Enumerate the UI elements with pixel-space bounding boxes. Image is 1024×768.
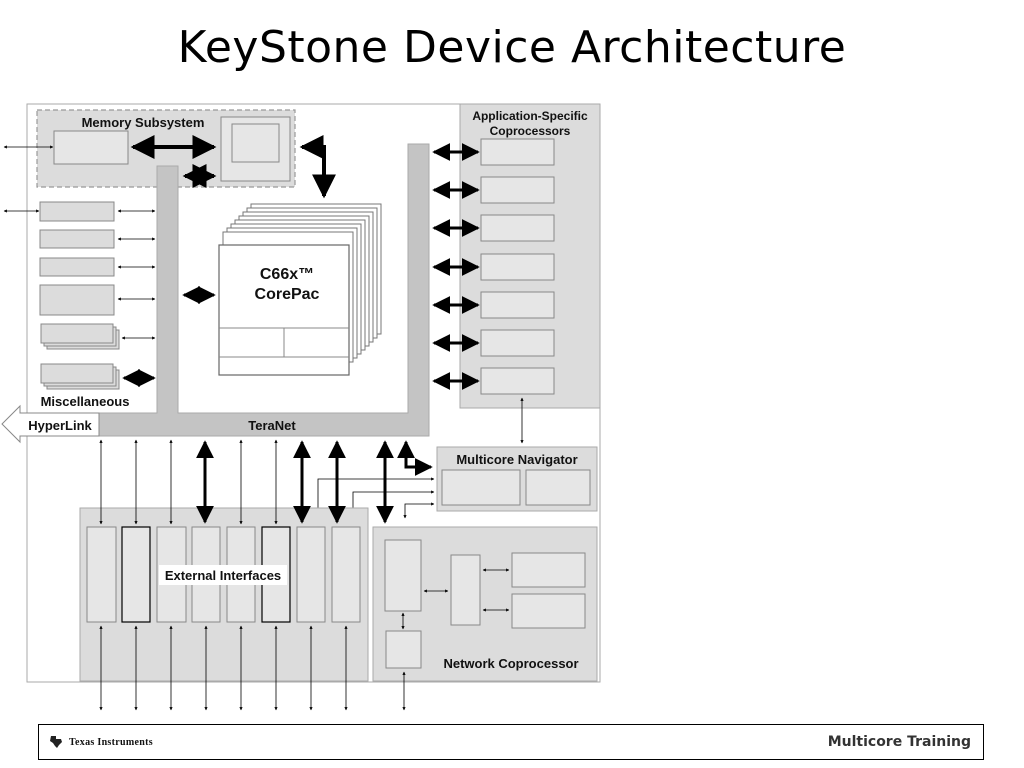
slide-title: KeyStone Device Architecture — [177, 22, 847, 73]
external-interfaces-block: External Interfaces — [79, 507, 369, 682]
miscellaneous-blocks — [39, 201, 120, 390]
texas-instruments-logo: Texas Instruments — [49, 735, 153, 749]
multicore-navigator-label: Multicore Navigator — [456, 452, 577, 467]
miscellaneous-label: Miscellaneous — [41, 394, 130, 409]
coprocessors-label-line1: Application-Specific — [472, 109, 588, 123]
memory-controller-block — [53, 130, 129, 165]
multicore-training-label: Multicore Training — [827, 734, 971, 750]
footer-bar: Texas Instruments Multicore Training — [38, 724, 984, 760]
texas-state-icon — [50, 736, 62, 748]
corepac-stack: C66x™ CorePac — [218, 203, 382, 376]
teranet-label: TeraNet — [248, 418, 296, 433]
corepac-label-line2: CorePac — [255, 286, 320, 303]
network-coprocessor-block: Network Coprocessor — [372, 526, 598, 682]
company-name: Texas Instruments — [69, 736, 153, 748]
hyperlink-label: HyperLink — [28, 418, 92, 433]
hyperlink-arrow — [1, 404, 100, 444]
teranet-bus — [98, 143, 430, 437]
network-coprocessor-label: Network Coprocessor — [443, 656, 578, 671]
coprocessors-block: Application-Specific Coprocessors — [459, 103, 601, 409]
external-interfaces-label: External Interfaces — [165, 568, 281, 583]
multicore-navigator-block: Multicore Navigator — [436, 446, 598, 512]
memory-subsystem-label: Memory Subsystem — [82, 115, 205, 130]
corepac-label-line1: C66x™ — [260, 266, 314, 283]
coprocessors-label-line2: Coprocessors — [490, 124, 571, 138]
